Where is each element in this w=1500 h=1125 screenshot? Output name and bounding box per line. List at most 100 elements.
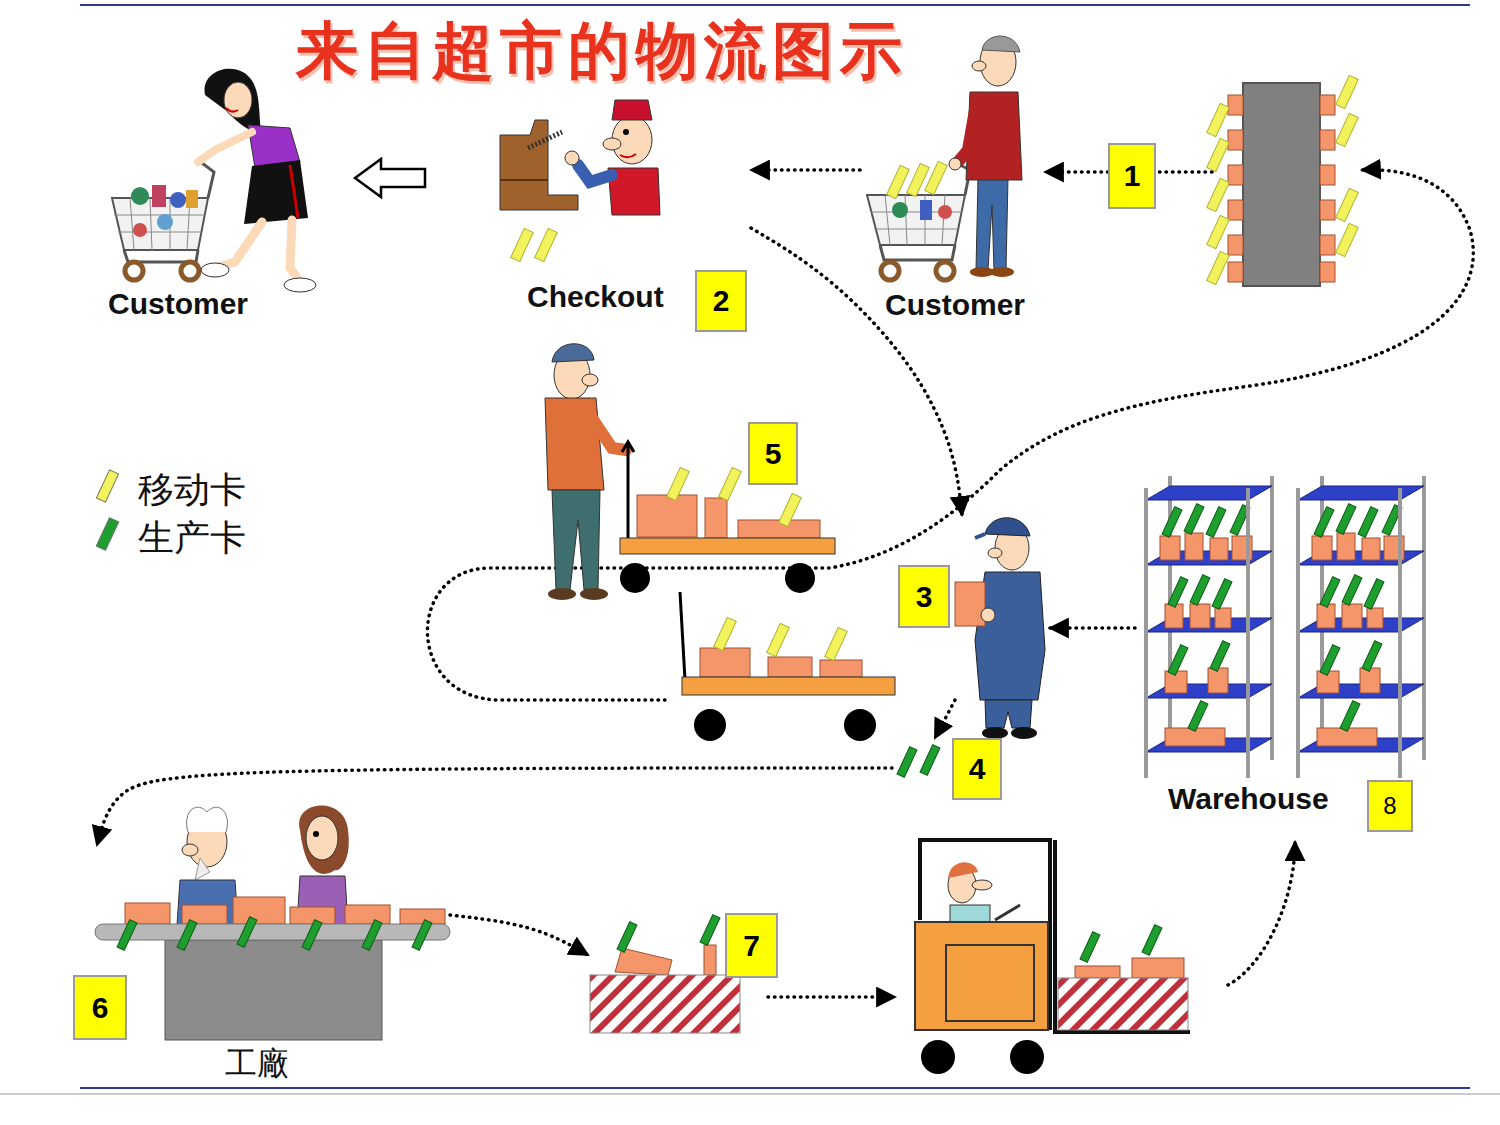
warehouse-racks xyxy=(1146,476,1424,778)
customer-figure-part xyxy=(201,263,229,277)
flow-arrow xyxy=(1045,170,1108,174)
customer-figure-part xyxy=(131,187,149,205)
factory-line-part xyxy=(187,807,228,832)
finished-goods-bin-part xyxy=(617,922,637,953)
checkout-figure-part xyxy=(620,154,636,157)
forklift-part xyxy=(946,945,1034,1021)
material-handler-figure-part xyxy=(920,745,940,776)
factory-line-part xyxy=(290,907,335,924)
text-slot: 4 xyxy=(952,738,1002,800)
finished-goods-bin-part xyxy=(590,975,740,1033)
warehouse-racks-part xyxy=(1298,476,1424,778)
customer-figure-part xyxy=(881,262,899,280)
customer-figure-part xyxy=(990,267,1014,277)
kanban-card-swatch xyxy=(96,517,119,551)
text-slot: 7 xyxy=(725,913,778,978)
trolley-worker-figure-part xyxy=(767,623,790,656)
customer-figure-part xyxy=(125,262,143,280)
text-slot: 3 xyxy=(898,565,950,628)
store-shelf-part xyxy=(1320,200,1335,220)
forklift-part xyxy=(915,922,1048,1030)
handler-station: 3 xyxy=(898,515,1050,700)
checkout-figure-part xyxy=(565,151,579,165)
checkout-figure-part xyxy=(603,138,621,150)
store-shelf-part xyxy=(1207,215,1230,248)
flow-arrow xyxy=(935,700,955,738)
trolley-worker-figure-part xyxy=(700,648,750,677)
material-handler-figure-part xyxy=(897,747,917,778)
trolley-worker-figure-part xyxy=(825,627,848,660)
trolley-worker-figure-part xyxy=(637,495,697,537)
customer-figure-part xyxy=(982,36,1020,52)
callout-number: 1 xyxy=(1110,145,1154,207)
legend-item: 生产卡 xyxy=(96,516,246,559)
factory-line-part xyxy=(412,920,432,951)
callout-box: 1 xyxy=(1108,143,1156,209)
text-slot: Checkout xyxy=(527,280,664,315)
customer-figure-part xyxy=(949,158,961,170)
text-slot: 5 xyxy=(748,422,798,485)
checkout-figure-part xyxy=(511,228,534,261)
store-shelf-part xyxy=(1320,262,1335,282)
trolley-worker-figure-part xyxy=(779,493,802,526)
diagram-title: 来自超市的物流图示 xyxy=(296,14,908,88)
customer-figure-part xyxy=(152,185,166,207)
checkout-figure-part xyxy=(500,179,548,181)
callout-number: 7 xyxy=(725,913,778,978)
store-shelf-part xyxy=(1228,200,1243,220)
factory-line-part xyxy=(182,844,198,856)
finished-goods-bin xyxy=(590,915,740,1033)
station-label: Customer xyxy=(108,287,248,322)
card-station: 4 xyxy=(892,738,1006,804)
trolley-worker-figure-part xyxy=(548,588,576,600)
factory-line-part xyxy=(195,858,210,880)
callout-number: 5 xyxy=(748,422,798,485)
finished-goods-bin-part xyxy=(704,945,716,975)
trolley-worker-figure-part xyxy=(694,709,726,741)
factory-station: 6工廠 xyxy=(72,845,450,1088)
station-label: Checkout xyxy=(527,280,664,315)
store-shelf-part xyxy=(1336,188,1359,221)
trolley-worker-figure-part xyxy=(552,344,594,362)
checkout-figure-part xyxy=(528,132,562,148)
flow-arrow xyxy=(751,168,860,172)
factory-line xyxy=(95,806,450,1040)
store-shelf-part xyxy=(1228,235,1243,255)
factory-line-part xyxy=(302,920,322,951)
frame-lines xyxy=(0,5,1500,1094)
forklift-part xyxy=(972,880,992,890)
forklift-part xyxy=(1142,925,1162,956)
store-shelf-part xyxy=(1207,103,1230,136)
text-slot: 8 xyxy=(1367,780,1413,832)
trolley-worker-figure-part xyxy=(785,563,815,593)
text-slot: 2 xyxy=(695,270,747,332)
customer-figure-part xyxy=(244,160,308,224)
factory-line-part xyxy=(95,924,450,940)
material-handler-figure-part xyxy=(981,608,995,622)
store-shelf-part xyxy=(1228,130,1243,150)
hollow-flow-arrow xyxy=(355,159,425,197)
customer-figure xyxy=(112,69,316,292)
customer-figure-part xyxy=(907,163,930,196)
checkout-figure-part xyxy=(535,228,558,261)
trolley-worker-figure-part xyxy=(582,374,598,386)
kanban-loop-line-part xyxy=(1158,170,1212,174)
factory-line-part xyxy=(177,920,197,951)
customer-figure-part xyxy=(958,110,975,162)
material-handler-figure-part xyxy=(985,700,1032,728)
finished-goods-bin-part xyxy=(700,915,720,946)
customer-figure-part xyxy=(867,195,965,245)
store-shelf-part xyxy=(1320,165,1335,185)
trolley-worker-figure-part xyxy=(545,398,604,490)
factory-label: 工廠 xyxy=(225,1046,289,1081)
trolley-worker-figure-part xyxy=(590,415,626,450)
warehouse-station: Warehouse8 xyxy=(1135,470,1430,836)
kanban-card-swatch xyxy=(96,469,119,503)
customer-figure-part xyxy=(224,82,252,118)
frame-lines-part xyxy=(0,1094,1500,1095)
store-shelf-part xyxy=(1336,223,1359,256)
frame-lines-part xyxy=(80,4,1470,6)
store-shelf-part xyxy=(1320,130,1335,150)
